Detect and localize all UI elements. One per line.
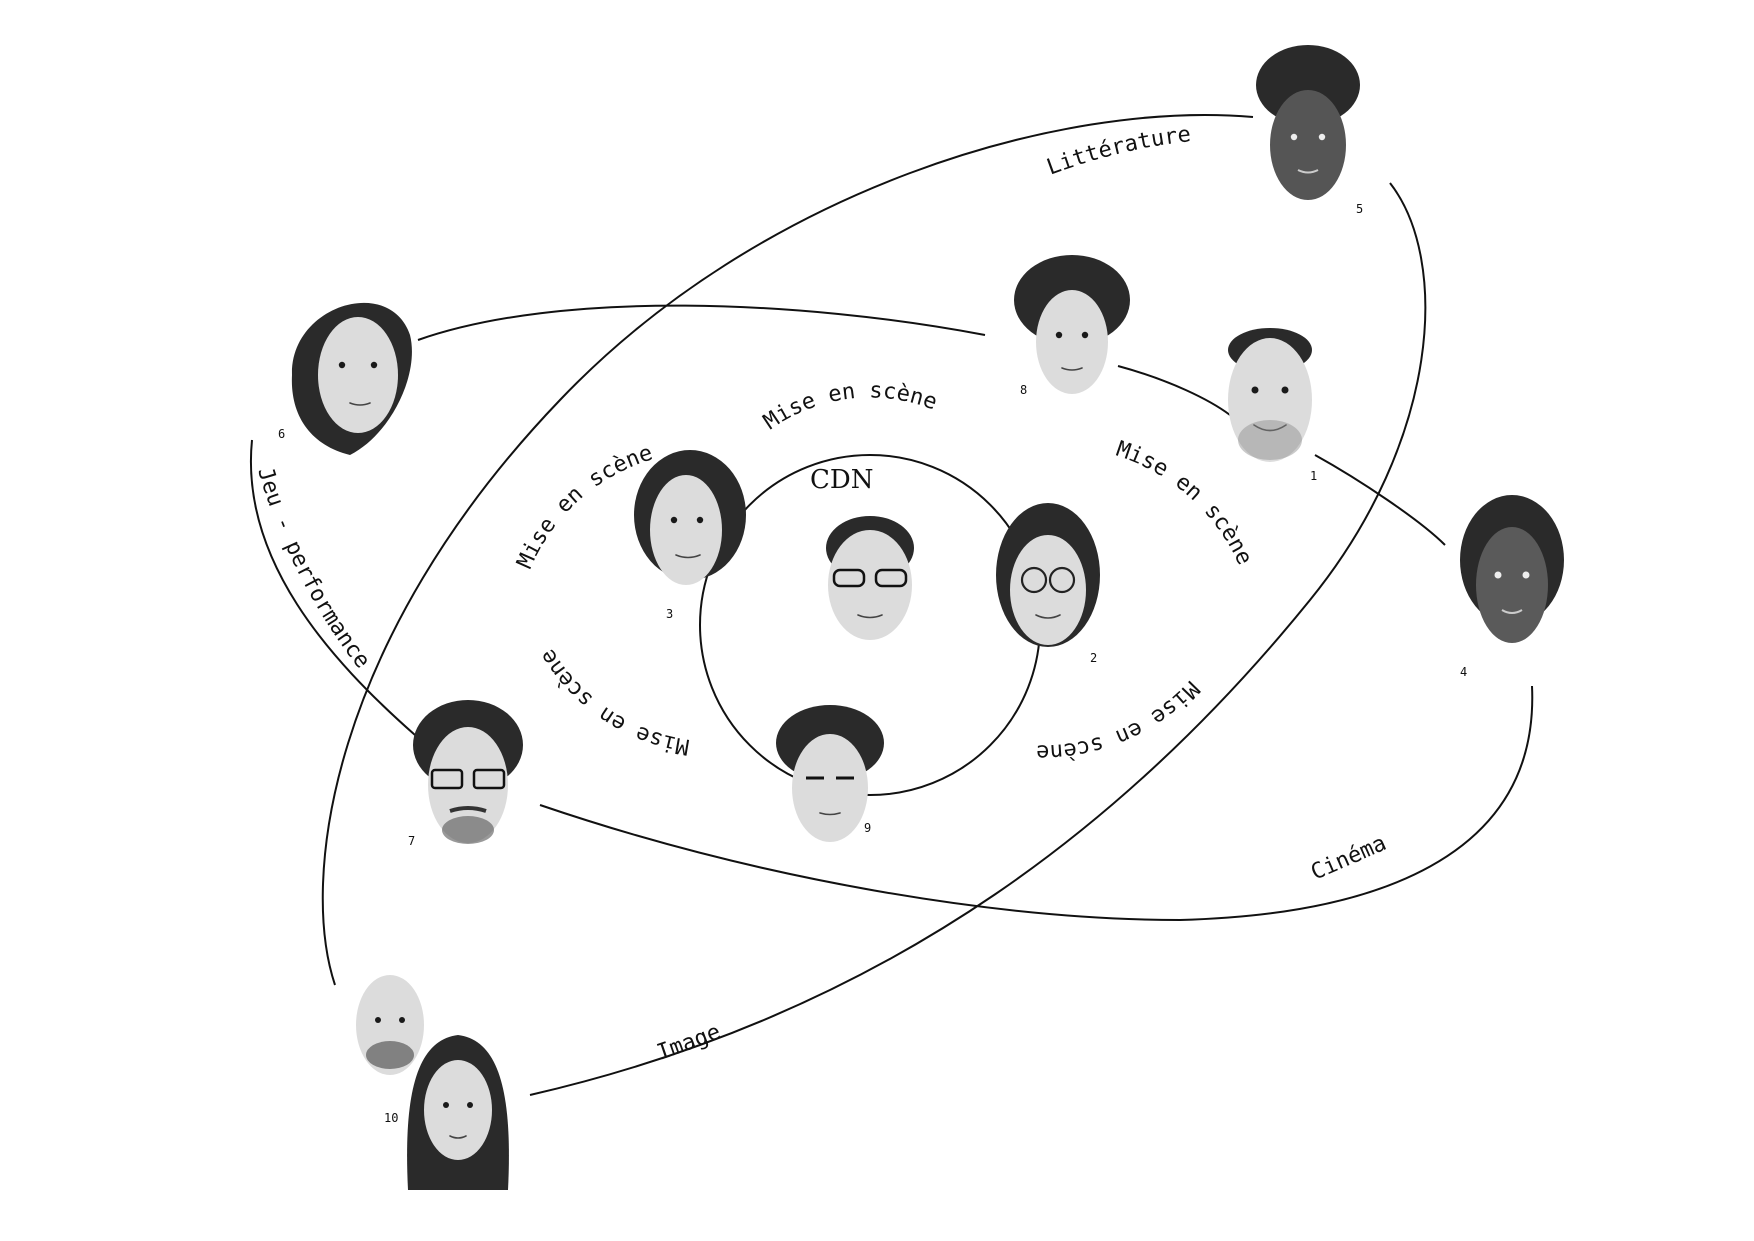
label-text: Cinéma xyxy=(1307,831,1390,886)
portrait-3 xyxy=(634,450,746,585)
number-9: 9 xyxy=(864,821,871,835)
label-mise-en-scene-right-top: Mise en scène xyxy=(1113,437,1257,569)
number-2: 2 xyxy=(1090,651,1097,665)
portrait-7 xyxy=(413,700,523,844)
number-5: 5 xyxy=(1356,202,1363,216)
label-text: Littérature xyxy=(1044,122,1193,180)
label-mise-en-scene-right-bottom: Mise en scène xyxy=(1036,676,1204,765)
portrait-6 xyxy=(291,302,412,456)
portrait-2 xyxy=(996,503,1100,647)
portrait-10a xyxy=(356,975,424,1075)
portrait-10b xyxy=(407,1035,509,1190)
label-mise-en-scene-top: Mise en scène xyxy=(759,378,940,435)
portrait-8 xyxy=(1014,255,1130,394)
label-text: Mise en scène xyxy=(1113,437,1257,569)
orbit-jeu-performance-right xyxy=(1314,454,1446,546)
people: 1 2 3 4 xyxy=(278,45,1564,1190)
number-6: 6 xyxy=(278,427,285,441)
label-mise-en-scene-left-top: Mise en scène xyxy=(513,441,656,573)
orbit-cinema xyxy=(539,685,1534,922)
number-8: 8 xyxy=(1020,383,1027,397)
orbit-labels: Mise en scène Mise en scène Mise en scèn… xyxy=(252,122,1390,1066)
label-text: Mise en scène xyxy=(535,645,691,759)
portrait-9 xyxy=(776,705,884,842)
label-image: Image xyxy=(654,1019,725,1065)
label-text: Mise en scène xyxy=(759,378,940,435)
number-7: 7 xyxy=(408,834,415,848)
number-3: 3 xyxy=(666,607,673,621)
label-litterature: Littérature xyxy=(1044,122,1193,180)
portrait-4 xyxy=(1460,495,1564,643)
portrait-5 xyxy=(1256,45,1360,200)
orbit-litterature-image-lower xyxy=(529,182,1427,1096)
orbits xyxy=(249,114,1534,1096)
number-1: 1 xyxy=(1310,469,1317,483)
number-10: 10 xyxy=(384,1111,398,1125)
label-text: Jeu - performance xyxy=(252,465,374,674)
portrait-1 xyxy=(1228,328,1312,462)
orbit-jeu-performance-upper xyxy=(417,304,986,341)
portrait-center xyxy=(826,516,914,640)
label-text: Image xyxy=(654,1019,725,1065)
label-jeu-performance: Jeu - performance xyxy=(252,465,374,674)
orbit-jeu-performance-link xyxy=(1117,365,1231,416)
label-mise-en-scene-left-bottom: Mise en scène xyxy=(535,645,691,759)
label-cinema: Cinéma xyxy=(1307,831,1390,886)
label-text: Mise en scène xyxy=(1036,676,1204,765)
center-label: CDN xyxy=(810,465,874,495)
label-text: Mise en scène xyxy=(513,441,656,573)
number-4: 4 xyxy=(1460,665,1467,679)
orbit-jeu-performance-left xyxy=(249,439,416,736)
orbit-litterature-image xyxy=(321,114,1254,986)
